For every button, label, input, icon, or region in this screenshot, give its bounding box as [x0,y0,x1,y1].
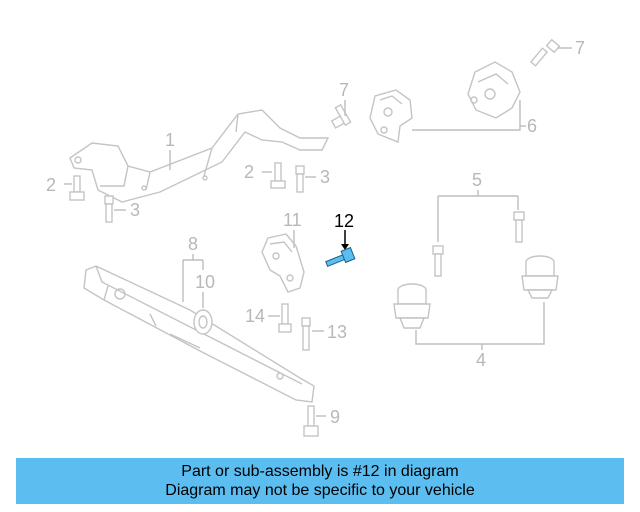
callout-1: 1 [165,130,175,150]
bolt-5-right [513,211,525,243]
callout-4: 4 [476,350,486,370]
caption-bar: Part or sub-assembly is #12 in diagram D… [16,458,624,504]
caption-line-1: Part or sub-assembly is #12 in diagram [181,463,459,480]
bolt-3-mid [295,165,305,193]
bracket-11 [261,233,305,293]
callout-12: 12 [334,211,354,231]
callout-13: 13 [327,322,347,342]
bolt-12-highlighted[interactable] [325,246,356,268]
callout-9: 9 [330,407,340,427]
callout-2-mid: 2 [244,162,254,182]
callout-8: 8 [188,234,198,254]
callout-5: 5 [472,170,482,190]
callout-3-mid: 3 [320,167,330,187]
engine-mount-4-left [393,283,431,329]
crossmember-lower [83,265,315,403]
engine-mount-4-right [521,255,559,299]
bolt-2-mid [270,162,286,189]
callout-3-left: 3 [130,200,140,220]
caption-line-2: Diagram may not be specific to your vehi… [165,482,475,499]
bolt-5-left [432,245,444,277]
bolt-9 [303,405,319,437]
callout-14: 14 [245,306,265,326]
bolt-7-left [330,103,352,129]
bracket-6-left [369,89,413,143]
callout-10: 10 [195,272,215,292]
bolt-7-right [529,38,561,67]
callout-6: 6 [527,116,537,136]
bolt-13 [301,317,311,351]
callout-7-left: 7 [339,80,349,100]
bolt-3-left [104,195,114,223]
bolt-2-left [69,175,85,201]
bracket-6-right [467,61,521,119]
callout-11: 11 [283,210,302,230]
callout-7-right: 7 [575,38,585,58]
callout-2-left: 2 [46,175,56,195]
crossmember-upper [69,109,330,203]
bolt-14 [278,303,292,333]
